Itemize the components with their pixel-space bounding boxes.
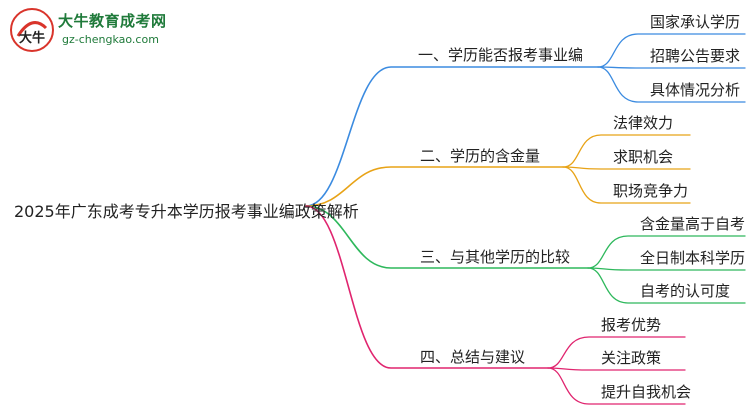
leaf-connector xyxy=(562,134,691,168)
branch-topic: 三、与其他学历的比较 xyxy=(420,248,571,266)
leaf-connector xyxy=(562,166,691,204)
leaf-connector xyxy=(562,166,691,170)
leaf-topic: 法律效力 xyxy=(613,114,674,132)
leaf-topic: 报考优势 xyxy=(601,316,662,334)
branch-topic: 一、学历能否报考事业编 xyxy=(418,46,584,64)
branch-connector xyxy=(305,166,564,207)
branch-connector xyxy=(305,66,599,207)
logo-mark-icon: 大牛 xyxy=(10,8,54,52)
leaf-connector xyxy=(547,367,686,371)
leaf-topic: 具体情况分析 xyxy=(650,81,741,99)
branch-topic: 四、总结与建议 xyxy=(420,348,526,366)
leaf-connector xyxy=(587,267,746,271)
leaf-connector xyxy=(587,267,746,304)
leaf-topic: 自考的认可度 xyxy=(640,282,731,300)
branch-topic: 二、学历的含金量 xyxy=(420,147,541,165)
leaf-connector xyxy=(587,235,746,269)
logo: 大牛 大牛教育成考网 gz-chengkao.com xyxy=(8,6,178,58)
logo-title: 大牛教育成考网 xyxy=(58,12,167,30)
leaf-topic: 关注政策 xyxy=(601,349,662,367)
leaf-topic: 职场竞争力 xyxy=(613,182,689,200)
leaf-topic: 国家承认学历 xyxy=(650,13,741,31)
branch-connector xyxy=(305,205,589,269)
leaf-connector xyxy=(597,33,746,68)
leaf-topic: 求职机会 xyxy=(613,148,674,166)
leaf-connector xyxy=(547,367,686,405)
leaf-topic: 提升自我机会 xyxy=(601,383,692,401)
logo-mark-text: 大牛 xyxy=(19,30,45,46)
logo-url: gz-chengkao.com xyxy=(62,33,159,46)
leaf-connector xyxy=(597,66,746,69)
leaf-topic: 全日制本科学历 xyxy=(640,249,746,267)
leaf-topic: 招聘公告要求 xyxy=(650,47,741,65)
leaf-connector xyxy=(597,66,746,103)
leaf-connector xyxy=(547,336,686,369)
branch-connector xyxy=(305,205,549,369)
root-topic: 2025年广东成考专升本学历报考事业编政策解析 xyxy=(14,202,359,221)
leaf-topic: 含金量高于自考 xyxy=(640,215,746,233)
